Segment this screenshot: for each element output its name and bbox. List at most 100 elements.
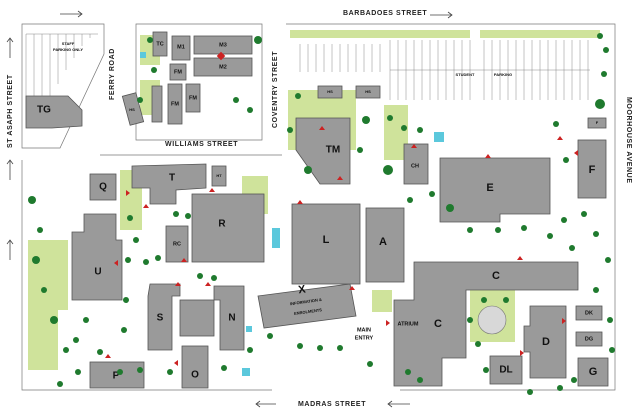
arrow-icon <box>60 10 83 18</box>
building-m1-label: M1 <box>177 44 185 50</box>
building-q-label: Q <box>99 182 107 193</box>
building-dl <box>489 355 523 385</box>
building-tg <box>25 95 83 129</box>
building-s-label: S <box>157 313 164 324</box>
buildings: TG TC M1 M3 M2 FM FM FM HS Q T HT R <box>25 31 609 389</box>
building-p <box>89 361 145 389</box>
building-x <box>257 283 357 329</box>
building-f-label: F <box>589 164 596 176</box>
water-features <box>140 52 444 376</box>
building-tc <box>152 31 168 57</box>
building-t <box>131 163 207 205</box>
building-a <box>365 207 405 283</box>
building-n <box>213 285 245 351</box>
building-dg <box>575 331 603 347</box>
building-r <box>191 193 265 263</box>
main-entry-label-1: MAIN <box>357 327 371 333</box>
building-tc-label: TC <box>156 41 163 47</box>
building-hs-3 <box>355 85 381 99</box>
building-p-label: P <box>113 371 120 382</box>
staff-parking-lot <box>25 33 98 120</box>
building-x-info-label: INFORMATION & <box>290 297 322 306</box>
building-rc-label: RC <box>173 241 181 247</box>
building-g-label: G <box>589 366 598 378</box>
building-fm-2-label: FM <box>171 101 179 107</box>
building-g <box>577 357 609 387</box>
building-c-label-2: C <box>434 318 442 330</box>
block-outlines <box>21 23 616 391</box>
arrow-icon <box>255 400 276 408</box>
arrow-icon <box>6 159 14 180</box>
atrium-label: ATRIUM <box>398 321 419 327</box>
building-t-label: T <box>169 173 175 184</box>
building-ht <box>211 165 227 187</box>
building-dl-label: DL <box>499 365 512 376</box>
building-c-label-1: C <box>492 270 500 282</box>
staff-parking-label-2: PARKING ONLY <box>53 47 83 52</box>
building-q <box>89 173 117 201</box>
arrow-icon <box>387 400 410 408</box>
building-fm-block <box>151 85 163 123</box>
building-m2-label: M2 <box>219 64 227 70</box>
arrow-icon <box>6 37 14 58</box>
building-link-sn <box>179 299 215 337</box>
building-fm-1-label: FM <box>174 69 182 75</box>
entrance-markers <box>105 126 578 366</box>
building-c <box>393 261 579 387</box>
building-hs-2-label: HS <box>327 89 333 94</box>
building-a-label: A <box>379 236 387 248</box>
building-fm-2 <box>167 83 183 125</box>
building-fm-3 <box>185 83 201 113</box>
student-parking-label-1: STUDENT <box>456 72 475 77</box>
building-fm-3-label: FM <box>189 95 197 101</box>
building-f <box>577 139 607 199</box>
atrium-courtyard <box>477 305 507 335</box>
building-m1 <box>171 35 191 61</box>
building-l <box>291 203 361 285</box>
building-r-label: R <box>218 219 226 230</box>
building-u <box>71 213 123 301</box>
building-f-small-label: F <box>596 120 599 125</box>
barbadoes-street-label: BARBADOES STREET <box>343 10 427 17</box>
staff-parking-label-1: STAFF <box>62 41 75 46</box>
building-hs-1 <box>121 92 145 126</box>
madras-street-label: MADRAS STREET <box>298 401 366 408</box>
building-n-label: N <box>228 313 235 324</box>
trees <box>28 33 615 395</box>
building-dk <box>575 305 603 321</box>
arrow-icon <box>430 11 453 19</box>
building-l-label: L <box>323 234 330 246</box>
one-way-arrows <box>6 10 453 408</box>
st-asaph-street-label: ST ASAPH STREET <box>7 74 14 148</box>
building-dg-label: DG <box>585 336 593 342</box>
building-ch-label: CH <box>411 163 419 169</box>
building-m3-label: M3 <box>219 42 227 48</box>
building-tg-label: TG <box>37 105 51 116</box>
building-x-label: X <box>298 283 308 296</box>
building-o-label: O <box>191 370 199 381</box>
moorhouse-avenue-label: MOORHOUSE AVENUE <box>625 97 632 184</box>
student-parking-lot <box>290 30 600 100</box>
building-rc <box>165 225 189 263</box>
arrow-icon <box>6 239 14 260</box>
building-e <box>439 157 551 223</box>
building-e-label: E <box>486 182 493 194</box>
building-s <box>147 283 181 351</box>
building-d-label: D <box>542 336 550 348</box>
building-hs-1-label: HS <box>129 107 135 112</box>
building-x-enrol-label: ENROLMENTS <box>294 307 323 316</box>
building-o <box>181 345 209 389</box>
building-ch <box>403 143 429 185</box>
building-dk-label: DK <box>585 310 593 316</box>
building-u-label: U <box>94 267 101 278</box>
building-tm-label: TM <box>326 145 340 156</box>
building-hs-3-label: HS <box>365 89 371 94</box>
building-ht-label: HT <box>216 173 222 178</box>
building-f-small <box>587 117 607 129</box>
building-fm-1 <box>169 63 187 81</box>
williams-street-label: WILLIAMS STREET <box>165 141 238 148</box>
coventry-street-label: COVENTRY STREET <box>272 51 279 128</box>
ferry-road-label: FERRY ROAD <box>109 48 116 100</box>
